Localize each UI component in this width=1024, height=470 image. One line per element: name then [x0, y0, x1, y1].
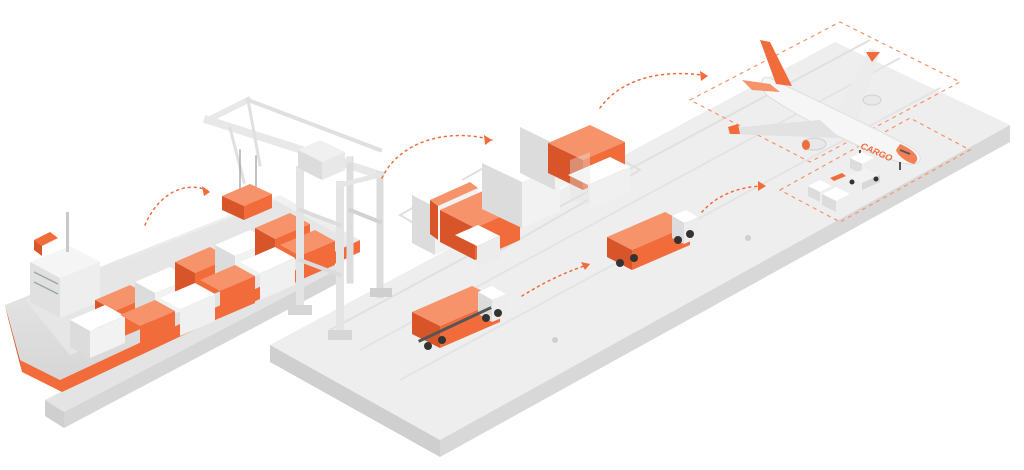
arrow-head-icon — [484, 135, 492, 145]
ship-container-stacks — [70, 213, 335, 358]
container-ship — [5, 195, 360, 392]
flow-arrow-yard-to-airport — [599, 72, 709, 109]
hanging-container — [222, 184, 272, 220]
flow-arrow-crane-to-yard — [381, 134, 493, 179]
cargo-airplane: CARGO — [728, 40, 921, 170]
bollard — [745, 235, 751, 241]
airport-zone-outline — [688, 21, 962, 163]
gantry-crane — [202, 95, 392, 340]
cargo-truck — [412, 286, 506, 350]
flow-arrow-ship-to-crane — [144, 186, 211, 226]
arrow-head-icon — [581, 262, 590, 270]
bollard — [552, 337, 558, 343]
flow-arrow-truck-to-cargo — [701, 185, 767, 213]
flow-arrow-heads — [202, 71, 766, 270]
arrow-head-icon — [700, 71, 708, 81]
arrow-head-icon — [202, 186, 210, 196]
air-cargo-boxes — [808, 152, 880, 212]
cargo-truck — [607, 210, 698, 270]
ship-bridge — [30, 212, 100, 318]
bollard — [337, 385, 343, 391]
container-stack-yard — [412, 110, 630, 268]
plane-tail-fin — [760, 40, 792, 86]
arrow-head-icon — [758, 181, 766, 191]
